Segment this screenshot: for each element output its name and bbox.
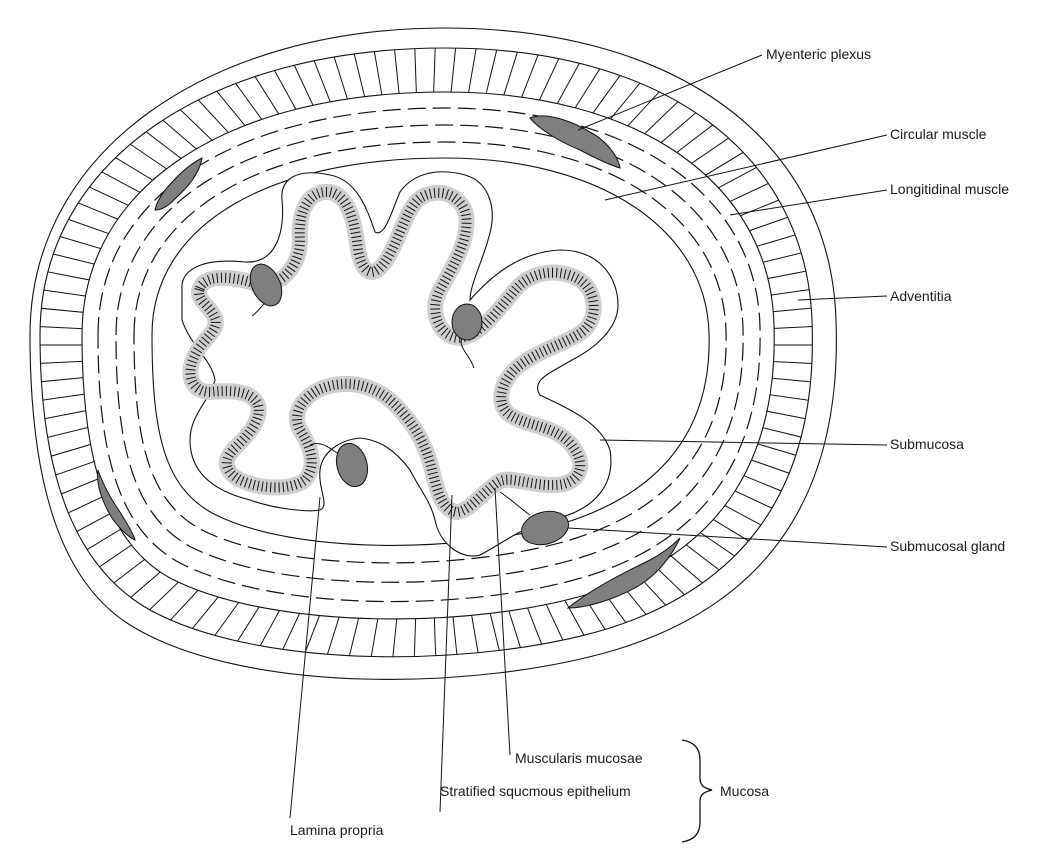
label-submucosa: Submucosa — [890, 436, 964, 452]
leader-myenteric-plexus — [578, 55, 762, 130]
epithelium-tick — [270, 482, 271, 492]
mucosa-bracket — [682, 740, 712, 842]
epithelium-tick — [341, 379, 342, 389]
label-stratified-epithelium: Stratified squcmous epithelium — [440, 783, 631, 799]
label-muscularis-mucosae: Muscularis mucosae — [515, 750, 643, 766]
epithelium-tick — [461, 219, 471, 220]
epithelium-tick — [218, 386, 219, 396]
submucosal-gland — [452, 304, 482, 340]
epithelium-tick — [511, 475, 512, 485]
label-submucosal-gland: Submucosal gland — [890, 538, 1005, 554]
label-adventitia: Adventitia — [890, 288, 951, 304]
label-lamina-propria: Lamina propria — [290, 822, 383, 838]
leader-longitudinal-muscle — [730, 190, 887, 215]
label-mucosa: Mucosa — [720, 783, 769, 799]
leader-adventitia — [798, 296, 887, 300]
label-longitudinal-muscle: Longitidinal muscle — [890, 181, 1009, 197]
epithelium-tick — [295, 228, 305, 229]
label-myenteric-plexus: Myenteric plexus — [766, 46, 871, 62]
epithelium-tick — [230, 386, 231, 396]
label-circular-muscle: Circular muscle — [890, 126, 986, 142]
epithelium-tick — [350, 379, 351, 389]
